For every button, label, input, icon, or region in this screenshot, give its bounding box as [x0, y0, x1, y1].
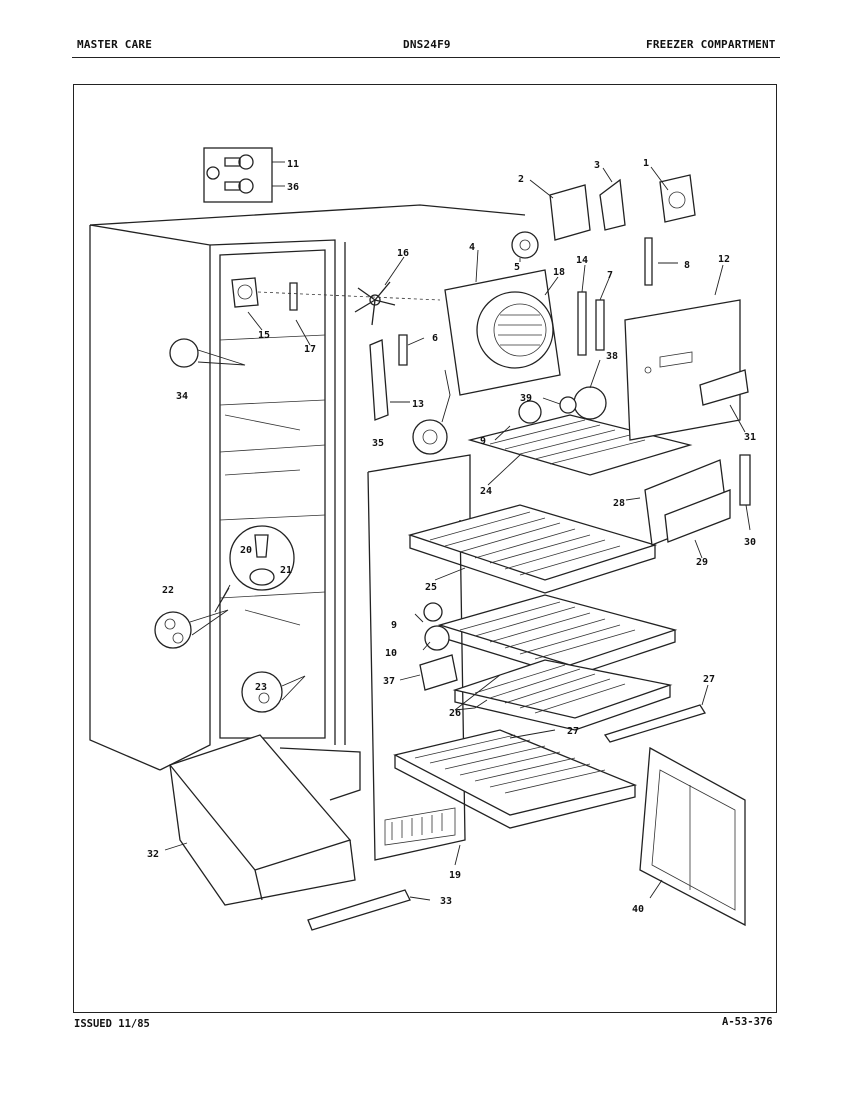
access-panel [639, 746, 746, 927]
brand-label: MASTER CARE [77, 38, 153, 51]
document-code: A-53-376 [722, 1016, 773, 1028]
callout-7: 7 [607, 270, 613, 281]
inset-box-11-36 [203, 147, 273, 203]
callout-38: 38 [606, 351, 618, 362]
callout-28: 28 [613, 498, 625, 509]
callout-29: 29 [696, 557, 708, 568]
callout-23: 23 [255, 682, 267, 693]
callout-36: 36 [287, 182, 299, 193]
callout-8: 8 [684, 260, 690, 271]
cabinet-outline [89, 204, 526, 801]
brackets [369, 174, 696, 421]
callout-15: 15 [258, 330, 270, 341]
model-number: DNS24F9 [403, 38, 451, 51]
fan-blade [354, 281, 396, 326]
callout-14: 14 [576, 255, 588, 266]
shelf-strip [603, 704, 707, 743]
callout-12: 12 [718, 254, 730, 265]
callout-27-shelf: 27 [567, 726, 579, 737]
callout-32: 32 [147, 849, 159, 860]
callout-21: 21 [280, 565, 292, 576]
callout-11: 11 [287, 159, 299, 170]
callout-9-upper: 9 [480, 436, 486, 447]
section-title: FREEZER COMPARTMENT [646, 38, 776, 51]
callout-18: 18 [553, 267, 565, 278]
callout-30: 30 [744, 537, 756, 548]
light-bulbs [412, 386, 607, 651]
callout-26: 26 [449, 708, 461, 719]
leader-lines [164, 161, 751, 901]
callout-5: 5 [514, 262, 520, 273]
handle [699, 369, 749, 406]
callout-33: 33 [440, 896, 452, 907]
callout-22: 22 [162, 585, 174, 596]
callout-17: 17 [304, 344, 316, 355]
callout-4: 4 [469, 242, 475, 253]
callout-37: 37 [383, 676, 395, 687]
callout-35: 35 [372, 438, 384, 449]
small-hardware [231, 277, 458, 691]
assembly-line [257, 291, 441, 301]
callout-27-strip: 27 [703, 674, 715, 685]
callout-31: 31 [744, 432, 756, 443]
callout-2: 2 [518, 174, 524, 185]
freezer-basket [168, 734, 356, 906]
callout-9-lower: 9 [391, 620, 397, 631]
callout-25: 25 [425, 582, 437, 593]
callout-labels: 1 2 3 4 5 6 7 8 9 9 10 11 12 13 14 15 16… [147, 158, 756, 915]
trim-strip [307, 889, 411, 931]
evaporator-cover [624, 299, 741, 441]
callout-1: 1 [643, 158, 649, 169]
callout-24: 24 [480, 486, 492, 497]
callout-13: 13 [412, 399, 424, 410]
callout-34: 34 [176, 391, 188, 402]
callout-16: 16 [397, 248, 409, 259]
back-panel [367, 454, 471, 861]
wire-shelves [393, 414, 693, 829]
storage-pan [644, 454, 751, 546]
callout-3: 3 [594, 160, 600, 171]
fan-motor-assembly [444, 231, 561, 396]
issued-date: ISSUED 11/85 [74, 1018, 150, 1030]
header-rule [72, 57, 780, 58]
callout-20: 20 [240, 545, 252, 556]
diagram-frame [73, 84, 777, 1013]
callout-6: 6 [432, 333, 438, 344]
callout-39: 39 [520, 393, 532, 404]
callout-10: 10 [385, 648, 397, 659]
callout-19: 19 [449, 870, 461, 881]
callout-40: 40 [632, 904, 644, 915]
detail-circles [154, 338, 306, 713]
